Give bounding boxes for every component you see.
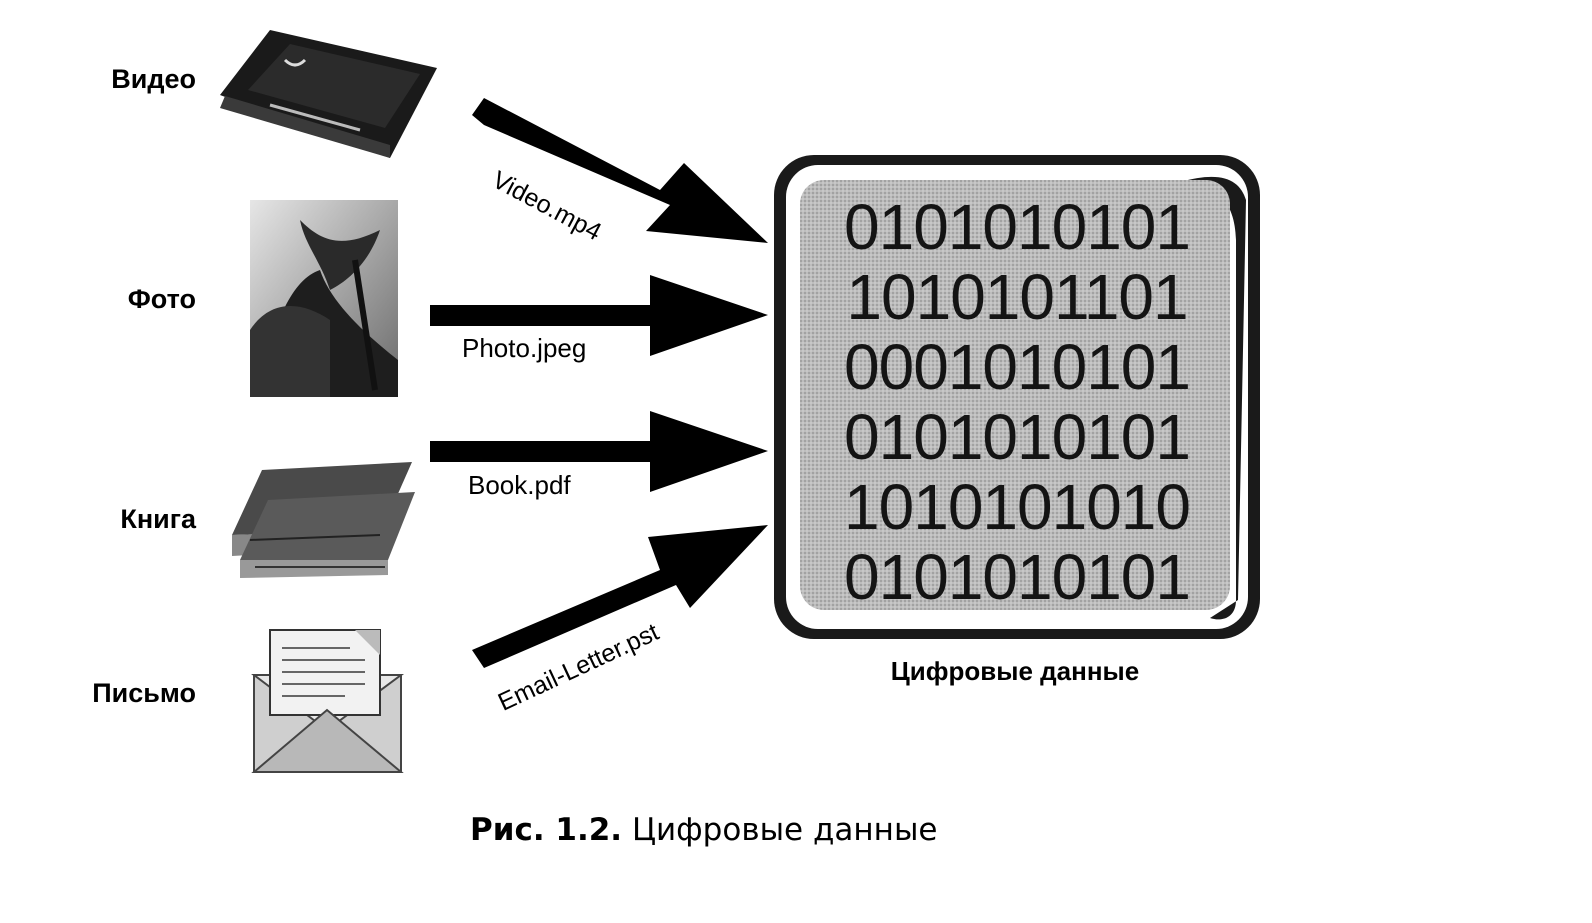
binary-row: 1010101010 xyxy=(844,471,1191,543)
binary-row: 0101010101 xyxy=(844,191,1191,263)
binary-row: 1010101101 xyxy=(846,261,1188,333)
arrow-video xyxy=(472,98,768,243)
binary-grid: 0101010101 1010101101 0001010101 0101010… xyxy=(812,192,1222,612)
figure-caption: Рис. 1.2. Цифровые данные xyxy=(470,812,938,848)
books-icon xyxy=(232,462,415,578)
file-label-photo: Photo.jpeg xyxy=(462,333,587,363)
label-video: Видео xyxy=(111,64,196,94)
photo-icon xyxy=(250,200,398,397)
arrow-letter xyxy=(472,525,768,668)
binary-row: 0101010101 xyxy=(844,401,1191,473)
label-letter: Письмо xyxy=(92,678,196,708)
caption-text: Цифровые данные xyxy=(631,812,938,848)
label-book: Книга xyxy=(120,504,196,534)
arrow-photo xyxy=(430,275,768,356)
arrow-book xyxy=(430,411,768,492)
caption-prefix: Рис. 1.2. xyxy=(470,812,623,848)
binary-row: 0001010101 xyxy=(844,331,1191,403)
envelope-icon xyxy=(251,629,405,773)
digital-data-box xyxy=(774,155,1260,639)
digital-data-label: Цифровые данные xyxy=(890,656,1140,686)
binary-row: 0101010101 xyxy=(844,541,1191,613)
file-label-book: Book.pdf xyxy=(468,470,571,500)
videocassette-icon xyxy=(220,30,437,158)
label-photo: Фото xyxy=(127,284,196,314)
